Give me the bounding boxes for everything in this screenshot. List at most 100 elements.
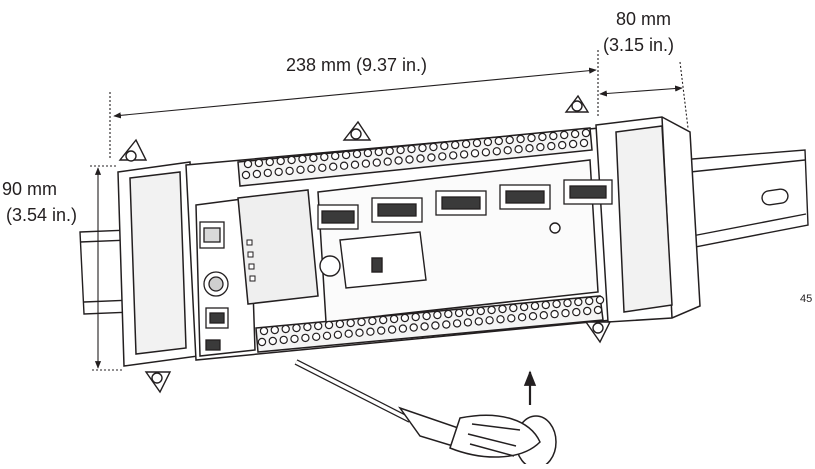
terminal-screw-icon xyxy=(331,151,340,161)
terminal-screw-icon xyxy=(507,314,516,323)
terminal-screw-icon xyxy=(572,307,581,317)
terminal-screw-icon xyxy=(268,336,277,346)
terminal-screw-icon xyxy=(509,303,518,313)
terminal-screw-icon xyxy=(352,149,362,159)
terminal-screw-icon xyxy=(516,134,525,144)
terminal-screw-icon xyxy=(461,139,471,149)
terminal-screw-icon xyxy=(355,328,364,337)
terminal-screw-icon xyxy=(579,138,589,148)
terminal-screw-icon xyxy=(263,168,272,178)
terminal-screw-icon xyxy=(257,337,267,347)
terminal-screw-icon xyxy=(344,329,353,338)
terminal-screw-icon xyxy=(368,316,377,326)
terminal-screw-icon xyxy=(547,141,556,151)
terminal-screw-icon xyxy=(265,157,274,167)
dimension-height xyxy=(90,165,124,371)
terminal-screw-icon xyxy=(314,321,323,331)
terminal-screw-icon xyxy=(400,313,410,323)
terminal-screw-icon xyxy=(470,149,480,158)
width-mm-label: 80 mm xyxy=(616,9,672,29)
terminal-screw-icon xyxy=(279,335,288,345)
terminal-screw-icon xyxy=(476,306,485,316)
terminal-screw-icon xyxy=(357,317,366,327)
terminal-screw-icon xyxy=(420,322,429,331)
terminal-screw-icon xyxy=(440,141,449,151)
terminal-screw-icon xyxy=(530,301,540,311)
terminal-screw-icon xyxy=(312,332,321,341)
terminal-screw-icon xyxy=(429,142,438,152)
terminal-screw-icon xyxy=(492,147,501,156)
terminal-screw-icon xyxy=(472,138,482,148)
terminal-screw-icon xyxy=(517,313,527,322)
terminal-screw-icon xyxy=(298,154,307,164)
terminal-screw-icon xyxy=(366,327,375,336)
terminal-screw-icon xyxy=(451,140,460,150)
terminal-screw-icon xyxy=(374,147,383,157)
terminal-screw-icon xyxy=(396,145,405,155)
terminal-screw-icon xyxy=(481,148,491,157)
terminal-screw-icon xyxy=(496,315,505,324)
terminal-screw-icon xyxy=(581,128,591,138)
terminal-screw-icon xyxy=(281,324,290,334)
terminal-screw-icon xyxy=(320,152,329,162)
terminal-screw-icon xyxy=(418,143,427,153)
terminal-screw-icon xyxy=(383,157,392,166)
terminal-screw-icon xyxy=(454,308,464,318)
terminal-screw-icon xyxy=(385,146,394,156)
terminal-screw-icon xyxy=(318,163,327,172)
terminal-screw-icon xyxy=(339,161,349,170)
figure-number: 45 xyxy=(800,293,813,305)
terminal-screw-icon xyxy=(433,310,442,320)
terminal-screw-icon xyxy=(538,132,547,142)
terminal-screw-icon xyxy=(346,318,355,328)
terminal-screw-icon xyxy=(296,165,305,174)
terminal-screw-icon xyxy=(563,298,572,308)
terminal-screw-icon xyxy=(459,150,469,159)
terminal-screw-icon xyxy=(449,151,458,160)
terminal-screw-icon xyxy=(574,297,583,307)
terminal-screw-icon xyxy=(333,330,343,339)
terminal-screw-icon xyxy=(285,166,294,176)
terminal-screw-icon xyxy=(483,137,493,147)
terminal-screw-icon xyxy=(377,326,386,335)
status-leds xyxy=(246,239,256,282)
terminal-screw-icon xyxy=(379,315,388,325)
terminal-screw-icon xyxy=(407,144,416,154)
terminal-screw-icon xyxy=(394,156,403,165)
terminal-screws-bottom xyxy=(257,295,605,347)
terminal-screw-icon xyxy=(431,321,440,330)
plug-in-connectors xyxy=(317,179,613,230)
terminal-screw-icon xyxy=(241,170,251,180)
terminal-screw-icon xyxy=(558,140,567,150)
terminal-screw-icon xyxy=(528,312,538,321)
terminal-screw-icon xyxy=(561,308,570,318)
dimension-width xyxy=(599,61,689,129)
terminal-screw-icon xyxy=(389,314,399,324)
terminal-screw-icon xyxy=(442,320,451,329)
length-label: 238 mm (9.37 in.) xyxy=(286,55,428,75)
terminal-screw-icon xyxy=(536,142,545,152)
terminal-screw-icon xyxy=(259,326,269,336)
terminal-screw-icon xyxy=(498,304,507,314)
terminal-screw-icon xyxy=(552,299,561,309)
terminal-screw-icon xyxy=(570,129,580,139)
ports xyxy=(199,221,229,351)
terminal-screw-icon xyxy=(350,160,360,169)
terminal-screw-icon xyxy=(387,325,397,334)
terminal-screw-icon xyxy=(290,334,299,344)
screwdriver-icon xyxy=(294,359,557,469)
terminal-screw-icon xyxy=(583,306,592,316)
terminal-screw-icon xyxy=(252,169,262,179)
height-mm-label: 90 mm xyxy=(2,179,58,199)
terminal-screws-top xyxy=(241,128,591,180)
din-rail-icon xyxy=(679,149,809,249)
terminal-screw-icon xyxy=(465,307,475,317)
terminal-screw-icon xyxy=(514,144,523,154)
terminal-screw-icon xyxy=(463,318,473,327)
terminal-screw-icon xyxy=(519,302,529,312)
terminal-screw-icon xyxy=(422,311,431,321)
terminal-screw-icon xyxy=(270,325,279,335)
terminal-screw-icon xyxy=(444,309,453,319)
